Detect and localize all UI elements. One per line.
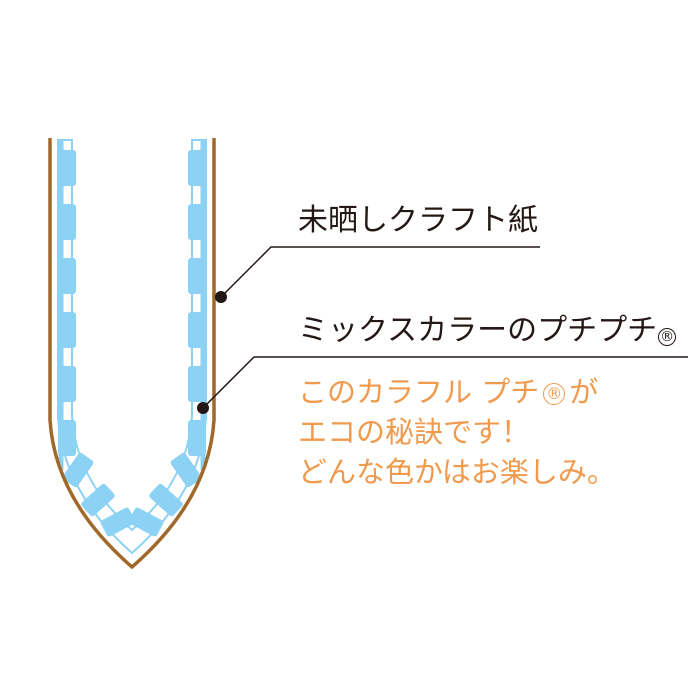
bubble-wrap-label-text: ミックスカラーのプチプチ <box>298 313 658 348</box>
bubble-pointer-dot <box>197 402 209 414</box>
bubble-wrap-layer <box>57 139 207 555</box>
bubble-bump-curve <box>81 483 115 517</box>
promo-note-line-3: どんな色かはお楽しみ。 <box>298 455 616 489</box>
promo-note-line-1: このカラフル プチ®が <box>298 372 616 412</box>
registered-mark: ® <box>658 328 677 346</box>
bubble-bump-curve <box>100 507 136 537</box>
kraft-leader-line <box>220 246 540 298</box>
bubble-bump-curve <box>149 483 183 517</box>
bubble-bump-curve <box>170 452 202 488</box>
kraft-pointer-dot <box>215 291 227 303</box>
bubble-bump-curve <box>128 507 164 537</box>
promo-note-line-1a: このカラフル プチ <box>298 375 540 409</box>
bubble-wrap-label: ミックスカラーのプチプチ® <box>298 313 677 348</box>
promo-registered-mark: ® <box>543 383 566 405</box>
kraft-paper-label-text: 未晒しクラフト紙 <box>298 203 538 238</box>
promo-note: このカラフル プチ®が エコの秘訣です！ どんな色かはお楽しみ。 <box>298 372 616 492</box>
promo-note-line-2: エコの秘訣です！ <box>298 415 531 449</box>
bubble-bump-curve <box>62 452 94 488</box>
bubble-wrap-band <box>57 139 207 555</box>
kraft-paper-label: 未晒しクラフト紙 <box>298 206 538 236</box>
bubble-leader-line <box>202 356 688 409</box>
promo-note-line-1b: が <box>569 375 599 409</box>
kraft-paper-layer <box>48 138 216 569</box>
